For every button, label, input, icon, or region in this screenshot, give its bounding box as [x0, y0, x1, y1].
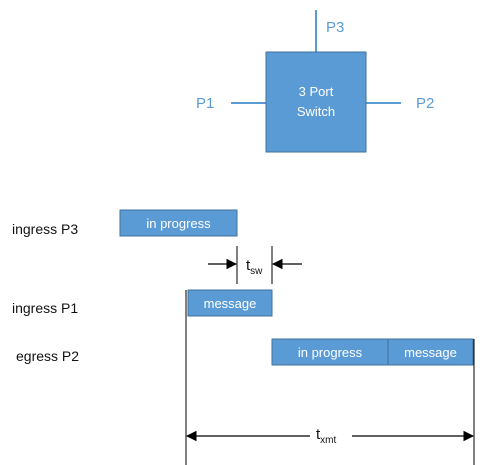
p1-message-box — [187, 289, 273, 317]
p2-message-text: message — [404, 345, 457, 360]
row-label-egress-p2: egress P2 — [16, 348, 79, 364]
txmt-symbol: txmt — [316, 426, 337, 446]
p2-in-progress-text: in progress — [298, 345, 363, 360]
port-label-p2: P2 — [416, 95, 434, 112]
row-label-ingress-p3: ingress P3 — [12, 221, 78, 237]
switch-block: 3 Port Switch P3 P1 P2 — [196, 10, 434, 153]
port-label-p1: P1 — [196, 95, 214, 112]
switch-box — [265, 51, 367, 153]
switch-label-line2: Switch — [297, 104, 335, 119]
tsw-interval: tsw — [208, 246, 302, 284]
p1-message-text: message — [204, 296, 257, 311]
port-label-p3: P3 — [326, 19, 344, 36]
txmt-interval: txmt — [185, 290, 475, 465]
tsw-symbol: tsw — [246, 257, 263, 277]
p2-message-box — [387, 338, 474, 366]
p3-in-progress-text: in progress — [146, 216, 211, 231]
p3-in-progress-box — [119, 209, 238, 237]
row-label-ingress-p1: ingress P1 — [12, 300, 78, 316]
p2-in-progress-box — [271, 338, 389, 366]
switch-label-line1: 3 Port — [299, 84, 334, 99]
